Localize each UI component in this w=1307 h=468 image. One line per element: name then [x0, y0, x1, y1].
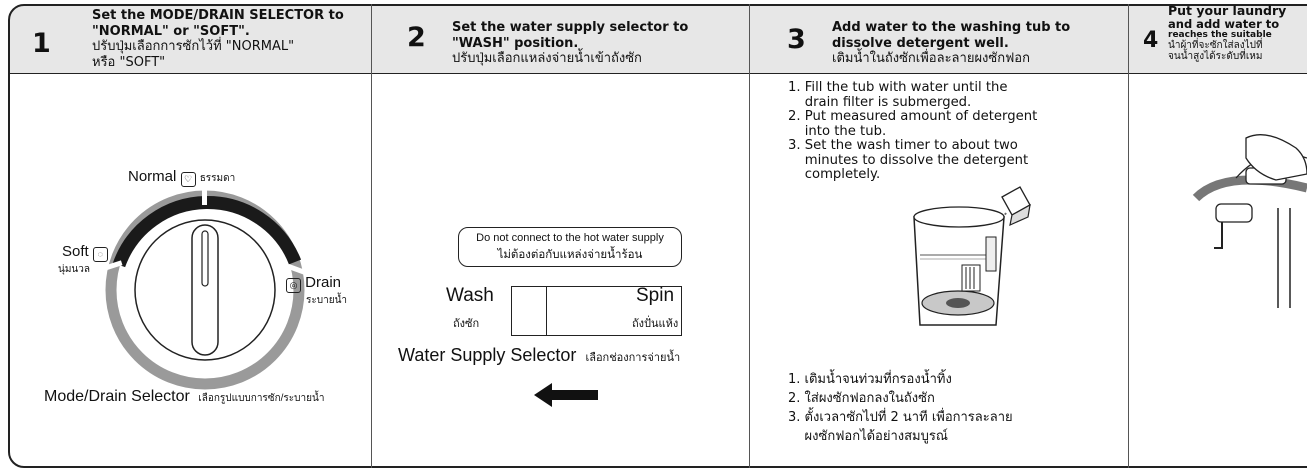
instruction-en-line: 2. Put measured amount of detergent [788, 109, 1038, 124]
step-4-line2: and add water to [1168, 17, 1280, 31]
instruction-en-line: 1. Fill the tub with water until the [788, 80, 1008, 95]
step-1-line2: "NORMAL" or "SOFT". [92, 23, 250, 39]
step-4-heading: Put your laundry and add water to reache… [1168, 4, 1307, 62]
dial-pointer [201, 230, 209, 287]
step-2-bold: water supply selector [509, 20, 669, 35]
dial-drain-label: Drain [305, 274, 342, 291]
column-divider-3 [1128, 4, 1129, 468]
header-divider [8, 73, 1307, 74]
step-1-bold: MODE/DRAIN SELECTOR [149, 8, 325, 23]
normal-mode-icon: ♡ [180, 172, 196, 187]
mode-drain-dial[interactable] [100, 185, 310, 395]
step-4-line3: reaches the suitable [1168, 30, 1272, 40]
washing-tub-illustration [913, 186, 1031, 326]
dial-tick-drain [287, 264, 307, 275]
left-arrow-icon [534, 383, 598, 407]
supply-caption: Water Supply Selector เลือกช่องการจ่ายน้… [398, 345, 680, 366]
instruction-en-line: drain filter is submerged. [788, 94, 972, 110]
hot-water-warning: Do not connect to the hot water supply ไ… [458, 227, 682, 267]
instruction-en-line: 3. Set the wash timer to about two [788, 138, 1018, 153]
warning-en: Do not connect to the hot water supply [476, 232, 664, 244]
step-3-number: 3 [787, 24, 806, 55]
step-2-heading: Set the water supply selector to "WASH" … [452, 20, 742, 67]
step-2-thai1: ปรับปุ่มเลือกแหล่งจ่ายน้ำเข้าถังซัก [452, 51, 642, 66]
instruction-en-line: completely. [788, 167, 881, 182]
dial-tick-normal [202, 187, 207, 205]
step-4-thai1: นำผ้าที่จะซักใส่ลงไปที่ [1168, 40, 1263, 51]
dial-knob-grip [191, 224, 219, 356]
step-1-thai2: หรือ "SOFT" [92, 54, 166, 70]
step-1-suffix: to [324, 8, 344, 23]
dial-caption: Mode/Drain Selector เลือกรูปแบบการซัก/ระ… [44, 388, 324, 406]
step-2-line2: "WASH" position. [452, 35, 579, 51]
supply-caption-thai: เลือกช่องการจ่ายน้ำ [585, 352, 681, 364]
dial-soft-label: Soft [62, 243, 89, 260]
supply-caption-en: Water Supply Selector [398, 345, 577, 365]
dial-drain-thai: ระบายน้ำ [306, 295, 348, 306]
dial-soft-group: Soft ◌ [62, 243, 108, 262]
hand-icon [1245, 134, 1307, 181]
column-divider-1 [371, 4, 372, 468]
faucet-illustration [1192, 134, 1307, 308]
dial-caption-thai: เลือกรูปแบบการซัก/ระบายน้ำ [198, 393, 325, 404]
step-1-prefix: Set the [92, 8, 150, 23]
step-1-heading: Set the MODE/DRAIN SELECTOR to "NORMAL" … [92, 8, 372, 70]
step-2-number: 2 [407, 22, 426, 53]
step-4-number: 4 [1143, 28, 1159, 53]
dial-soft-thai: นุ่มนวล [58, 264, 91, 275]
detergent-box-icon [1001, 186, 1031, 227]
dial-normal-label: Normal [128, 168, 177, 185]
dial-tick-soft [103, 260, 123, 271]
step-2-suffix: to [668, 20, 689, 35]
soft-mode-icon: ◌ [92, 247, 108, 262]
dial-caption-en: Mode/Drain Selector [44, 388, 190, 405]
wash-thai: ถังซัก [453, 318, 480, 330]
wash-label: Wash [446, 285, 494, 306]
instruction-th-line: ผงซักฟอกได้อย่างสมบูรณ์ [788, 429, 948, 444]
switch-knob [512, 287, 547, 335]
dial-normal-thai: ธรรมดา [199, 173, 236, 184]
spin-label: Spin [636, 285, 675, 306]
instruction-en-line: into the tub. [788, 123, 887, 139]
dial-drain-group: ◎ Drain [286, 274, 341, 293]
spin-thai: ถังปั่นแห้ง [632, 318, 679, 330]
instruction-th-line: 1. เติมน้ำจนท่วมที่กรองน้ำทิ้ง [788, 372, 952, 387]
instructions-en: 1. Fill the tub with water until the dra… [788, 80, 1118, 183]
water-supply-switch[interactable] [511, 286, 682, 336]
step-1-thai1: ปรับปุ่มเลือกการซักไว้ที่ "NORMAL" [92, 39, 295, 54]
instruction-th-line: 3. ตั้งเวลาซักไปที่ 2 นาที เพื่อการละลาย [788, 410, 1013, 425]
step-2-prefix: Set the [452, 20, 510, 35]
step-3-line1: Add water to the washing tub to [832, 20, 1071, 35]
step-3-heading: Add water to the washing tub to dissolve… [832, 20, 1122, 67]
dial-normal-group: Normal ♡ ธรรมดา [128, 168, 235, 187]
step-4-thai2: จนน้ำสูงได้ระดับที่เหม [1168, 51, 1263, 62]
step-3-line2: dissolve detergent well. [832, 35, 1009, 51]
column-divider-2 [749, 4, 750, 468]
warning-th: ไม่ต้องต่อกับแหล่งจ่ายน้ำร้อน [497, 249, 643, 261]
step-4-line1: Put your laundry [1168, 4, 1287, 18]
step-1-number: 1 [32, 28, 51, 59]
header-band [10, 4, 1307, 73]
instruction-th-line: 2. ใส่ผงซักฟอกลงในถังซัก [788, 391, 935, 406]
drain-mode-icon: ◎ [286, 278, 301, 293]
step-3-thai1: เติมน้ำในถังซักเพื่อละลายผงซักฟอก [832, 51, 1030, 66]
instructions-th: 1. เติมน้ำจนท่วมที่กรองน้ำทิ้ง 2. ใส่ผงซ… [788, 370, 1118, 446]
wash-tub-icon [913, 206, 1005, 326]
instruction-en-line: minutes to dissolve the detergent [788, 152, 1029, 168]
